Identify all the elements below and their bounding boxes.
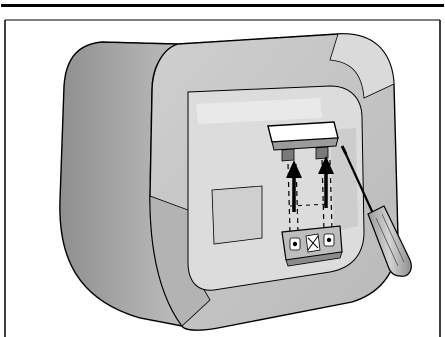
speaker-cabinet-icon [60,34,398,330]
